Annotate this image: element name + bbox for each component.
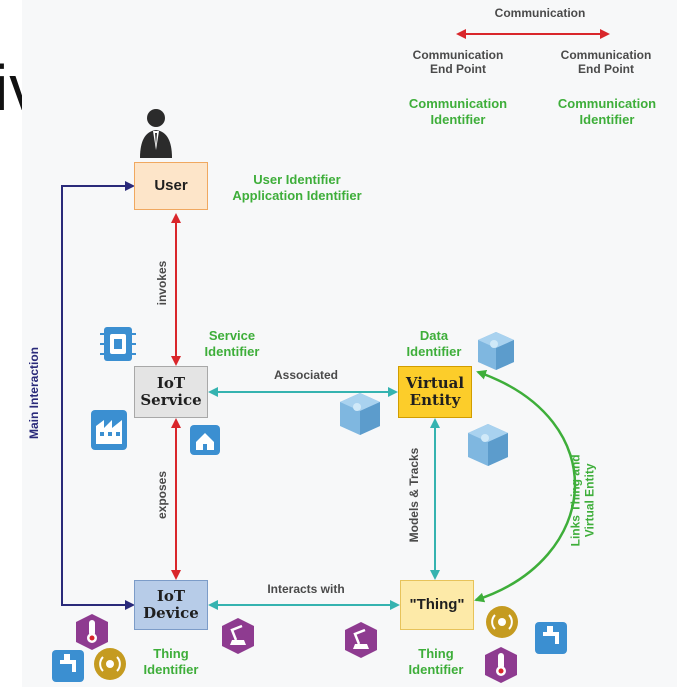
legend-title: Communication (494, 6, 586, 20)
iot-service-node: IoT Service (134, 366, 208, 418)
thermometer-icon-2 (485, 647, 517, 683)
legend-right-endpoint: Communication End Point (560, 48, 652, 77)
links-arrow (474, 369, 577, 603)
sensor-icon (94, 648, 126, 680)
legend-left-identifier: Communication Identifier (408, 96, 508, 127)
service-identifier-label: Service Identifier (204, 328, 260, 359)
data-cube-icon-1 (478, 332, 514, 370)
factory-icon (91, 410, 127, 450)
links-thing-virtual-entity-label: Links Thing and Virtual Entity (568, 454, 597, 547)
sensor-icon-2 (486, 606, 518, 638)
main-interaction-label: Main Interaction (27, 347, 41, 440)
data-cube-icon-3 (468, 424, 508, 466)
virtual-entity-node: Virtual Entity (398, 366, 472, 418)
thermometer-icon (76, 614, 108, 650)
main-interaction-arrow (61, 181, 135, 610)
models-tracks-label: Models & Tracks (407, 447, 421, 543)
thing-identifier-label-left: Thing Identifier (143, 646, 199, 677)
faucet-icon (52, 650, 84, 682)
data-identifier-label: Data Identifier (406, 328, 462, 359)
invokes-label: invokes (155, 260, 169, 306)
associated-label: Associated (273, 368, 339, 382)
user-node: User (134, 162, 208, 210)
user-identifier-label: User Identifier Application Identifier (232, 172, 362, 203)
chip-icon (100, 327, 136, 361)
thing-identifier-label-right: Thing Identifier (408, 646, 464, 677)
person-icon (140, 109, 172, 158)
thing-node: "Thing" (400, 580, 474, 630)
data-cube-icon-2 (340, 393, 380, 435)
legend-left-endpoint: Communication End Point (412, 48, 504, 77)
robot-arm-icon-2 (345, 622, 377, 658)
exposes-label: exposes (155, 470, 169, 520)
interacts-with-label: Interacts with (267, 582, 345, 596)
house-icon (190, 425, 220, 455)
robot-arm-icon (222, 618, 254, 654)
legend-right-identifier: Communication Identifier (557, 96, 657, 127)
faucet-icon-2 (535, 622, 567, 654)
iot-device-node: IoT Device (134, 580, 208, 630)
